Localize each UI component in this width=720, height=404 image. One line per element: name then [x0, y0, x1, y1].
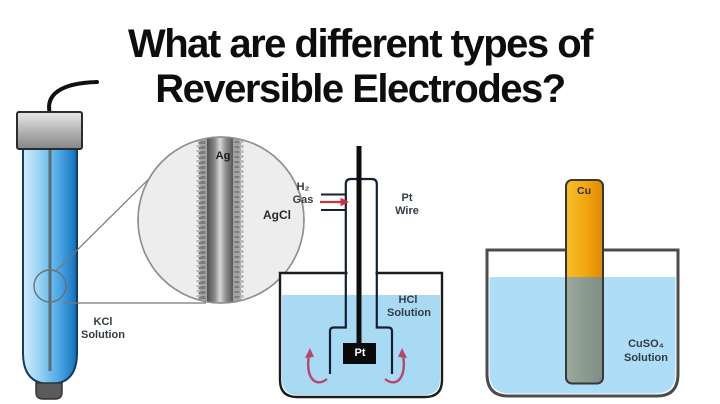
gas-flow-arrowhead [340, 197, 349, 207]
kcl-solution-label-line2: Solution [81, 329, 125, 341]
copper-rod-dry [566, 181, 603, 277]
copper-rod-outline [565, 179, 604, 385]
platinum-plate [343, 343, 376, 364]
cuso4-solution-label-line2: Solution [624, 352, 668, 364]
silver-rod-label: Ag [215, 150, 231, 162]
title-line-1: What are different types of [127, 22, 594, 66]
pt-wire-label-line2: Wire [395, 205, 419, 217]
agcl-coating-right [232, 137, 241, 303]
title-line-2: Reversible Electrodes? [155, 67, 566, 111]
circulation-arrow-right [384, 353, 405, 384]
copper-rod-label: Cu [577, 185, 591, 197]
cuso4-solution-label-line1: CuSO₄ [628, 338, 664, 350]
circulation-arrowhead-right [398, 348, 407, 358]
page-title: What are different types of Reversible E… [0, 22, 720, 112]
magnifier-source-circle [33, 269, 67, 303]
silver-chloride-coating-label: AgCl [263, 208, 291, 222]
agcl-coating-left [199, 137, 208, 303]
circulation-arrow-left [307, 353, 328, 384]
pt-wire-label-line1: Pt [401, 192, 413, 204]
hydrogen-electrode-apparatus [278, 146, 444, 399]
magnified-view [137, 136, 305, 304]
h2-gas-label-line2: Gas [292, 194, 314, 206]
circulation-arrowhead-left [305, 348, 314, 358]
platinum-plate-label: Pt [354, 347, 366, 359]
hcl-solution-label-line1: HCl [398, 294, 418, 306]
copper-electrode-apparatus [485, 179, 680, 398]
copper-rod-submerged [566, 277, 603, 383]
h2-gas-label-line1: H₂ [296, 181, 310, 193]
kcl-solution-label-line1: KCl [93, 316, 113, 328]
tube-tip [35, 382, 63, 400]
lead-wire [47, 80, 99, 116]
hcl-solution-label-line2: Solution [387, 307, 431, 319]
tube-cap [16, 111, 83, 150]
silver-rod [207, 137, 233, 303]
